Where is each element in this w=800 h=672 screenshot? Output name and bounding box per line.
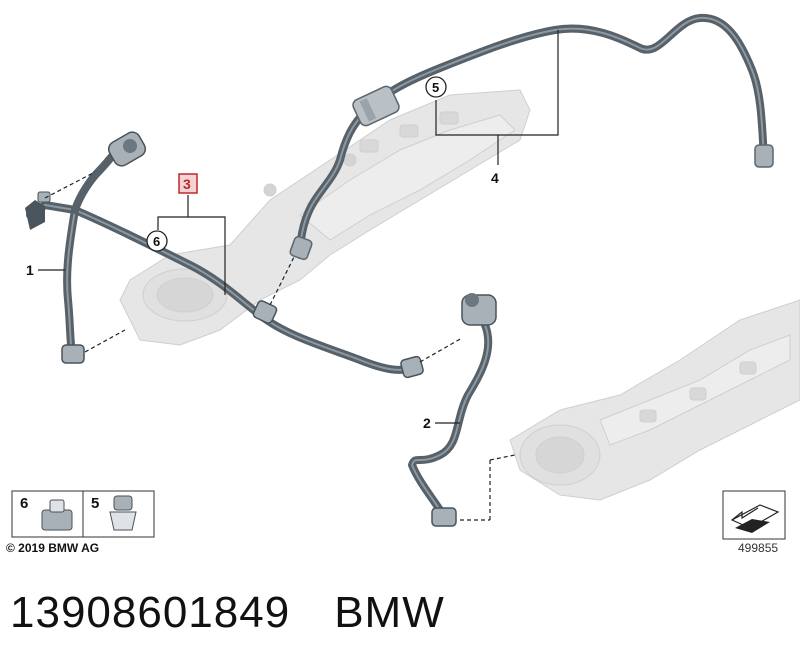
callout-part-5: 5 <box>432 80 439 95</box>
check-valve-top-left <box>107 131 147 167</box>
inline-filter <box>352 85 400 127</box>
copyright-text: © 2019 BMW AG <box>6 541 100 555</box>
lower-manifold-ghost <box>509 299 800 501</box>
legend-item-5: 5 <box>91 495 99 512</box>
parts-diagram: 1 2 3 4 5 6 6 5 <box>11 13 800 540</box>
hose-part-4 <box>296 13 768 259</box>
legend-box: 6 5 <box>11 490 155 538</box>
hose-4-end-fitting <box>289 144 774 261</box>
hose-2-end-fitting <box>431 507 457 527</box>
brand-name: BMW <box>334 588 445 637</box>
hose-part-2 <box>408 321 493 514</box>
bracket-left <box>25 191 51 230</box>
check-valve-lower <box>461 293 497 326</box>
legend-item-6: 6 <box>20 495 28 512</box>
leader-lines <box>38 30 559 424</box>
callout-part-3-box: 3 <box>178 173 198 194</box>
callout-part-6: 6 <box>153 234 160 249</box>
drawing-number: 499855 <box>738 541 779 555</box>
callout-part-5-circle: 5 <box>425 76 447 98</box>
callout-part-6-circle: 6 <box>146 230 168 252</box>
callout-part-1: 1 <box>26 262 34 278</box>
clip-5-icon <box>109 495 137 531</box>
hose-1-fitting-bottom <box>61 344 85 364</box>
clip-6-icon <box>41 499 73 531</box>
connection-dash-lines <box>44 171 516 521</box>
callout-part-3: 3 <box>183 176 191 192</box>
orientation-arrow-icon <box>722 490 786 540</box>
part-number: 13908601849 <box>10 588 291 637</box>
callout-part-4: 4 <box>491 170 499 186</box>
hose-3-fittings <box>252 300 424 379</box>
footer-caption: 13908601849 BMW <box>10 588 445 638</box>
callout-part-2: 2 <box>423 415 431 431</box>
